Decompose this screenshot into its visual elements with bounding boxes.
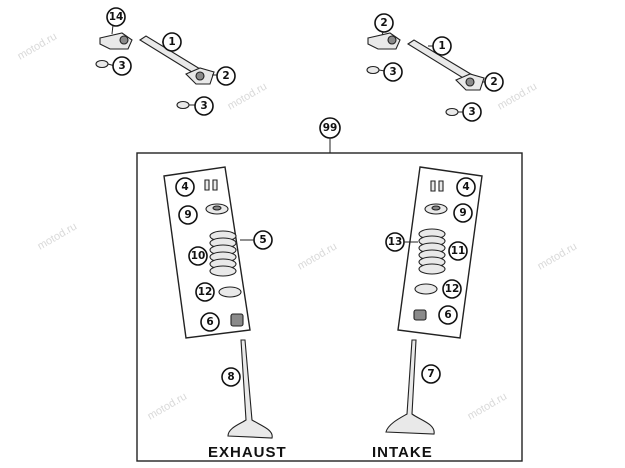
callout-3-left-lower — [194, 96, 214, 116]
callout-ex-12-text: 12 — [198, 286, 213, 298]
callout-ex-6-text: 6 — [206, 316, 213, 328]
callout-ex-9 — [178, 205, 198, 225]
rocker-arm-2-left-bore — [195, 71, 205, 81]
watermark: motod.ru — [146, 390, 190, 422]
watermark: motod.ru — [16, 30, 60, 62]
callout-in-4 — [456, 177, 476, 197]
callout-3-left-upper — [112, 56, 132, 76]
intake-spring-kit-13-outline — [397, 166, 483, 339]
callout-in-11-text: 11 — [451, 245, 466, 257]
intake-retainer-9-hole — [431, 205, 441, 211]
exhaust-spring-seat-12 — [218, 286, 242, 298]
callout-ex-4-text: 4 — [181, 181, 188, 193]
callout-3-left-lower-text: 3 — [200, 100, 207, 112]
callout-1-right — [432, 36, 452, 56]
callout-in-12 — [442, 279, 462, 299]
callout-in-6 — [438, 305, 458, 325]
valve-kit-99: 99 — [136, 117, 523, 462]
exhaust-valve-8 — [227, 339, 273, 439]
callout-14-text: 14 — [109, 11, 124, 23]
intake-caption: INTAKE — [372, 444, 433, 461]
callout-3-right-upper-text: 3 — [389, 66, 396, 78]
callout-in-11 — [448, 241, 468, 261]
callout-in-13-text: 13 — [388, 236, 403, 248]
callout-ex-8 — [221, 367, 241, 387]
kit-99-frame — [136, 152, 523, 462]
intake-spring-seat-12 — [414, 283, 438, 295]
watermark: motod.ru — [226, 80, 270, 112]
intake-rocker-group: 2 1 3 2 3 — [366, 13, 504, 122]
intake-valve-seal-6 — [413, 309, 427, 321]
exhaust-retainer-9-hole — [212, 205, 222, 211]
callout-2-right-lower-text: 2 — [490, 76, 497, 88]
callout-in-6-text: 6 — [444, 309, 451, 321]
exhaust-valve-set: 4 9 5 10 12 6 8 EXHAUST — [163, 166, 287, 461]
callout-3-right-lower — [462, 102, 482, 122]
callout-ex-5-text: 5 — [259, 234, 266, 246]
leader-14 — [111, 24, 114, 35]
callout-in-9 — [453, 203, 473, 223]
callout-in-9-text: 9 — [459, 207, 466, 219]
intake-spring-11 — [418, 228, 446, 275]
callout-3-left-upper-text: 3 — [118, 60, 125, 72]
rocker-arm-2-right-lower-bore — [465, 77, 475, 87]
callout-2-right-upper-text: 2 — [380, 17, 387, 29]
callout-1-right-text: 1 — [438, 40, 445, 52]
washer-3-right-lower — [445, 107, 459, 117]
callout-ex-10-text: 10 — [191, 250, 206, 262]
callout-ex-12 — [195, 282, 215, 302]
intake-valve-set: 4 9 13 11 12 6 7 INTAKE — [372, 166, 483, 461]
callout-2-right-lower — [484, 72, 504, 92]
callout-ex-4 — [175, 177, 195, 197]
exhaust-spring-kit-5-outline — [163, 166, 251, 339]
watermark: motod.ru — [36, 220, 80, 252]
callout-in-7 — [421, 364, 441, 384]
intake-collets-4 — [430, 180, 444, 192]
callout-2-right-upper — [374, 13, 394, 33]
callout-1-left — [162, 32, 182, 52]
watermark: motod.ru — [466, 390, 510, 422]
callout-1-left-text: 1 — [168, 36, 175, 48]
washer-3-left-lower — [176, 100, 190, 110]
exhaust-rocker-group: 14 1 3 2 3 — [95, 7, 236, 116]
watermark: motod.ru — [536, 240, 580, 272]
callout-2-left — [216, 66, 236, 86]
exhaust-spring-10 — [209, 230, 237, 277]
callout-ex-6 — [200, 312, 220, 332]
rocker-arm-14-bore — [119, 35, 129, 45]
exhaust-caption: EXHAUST — [208, 444, 287, 461]
callout-3-right-upper — [383, 62, 403, 82]
callout-in-7-text: 7 — [427, 368, 434, 380]
rocker-arm-2-right-upper-bore — [387, 35, 397, 45]
callout-ex-10 — [188, 246, 208, 266]
exhaust-collets-4 — [204, 179, 218, 191]
callout-in-12-text: 12 — [445, 283, 460, 295]
washer-3-right-upper — [366, 65, 380, 75]
washer-3-left-upper — [95, 59, 109, 69]
callout-3-right-lower-text: 3 — [468, 106, 475, 118]
callout-99-text: 99 — [323, 122, 338, 134]
watermark: motod.ru — [296, 240, 340, 272]
callout-14 — [106, 7, 126, 27]
callout-ex-9-text: 9 — [184, 209, 191, 221]
callout-ex-8-text: 8 — [227, 371, 234, 383]
intake-valve-7 — [385, 339, 435, 435]
callout-in-4-text: 4 — [462, 181, 469, 193]
exhaust-valve-seal-6 — [230, 313, 244, 327]
callout-2-left-text: 2 — [222, 70, 229, 82]
